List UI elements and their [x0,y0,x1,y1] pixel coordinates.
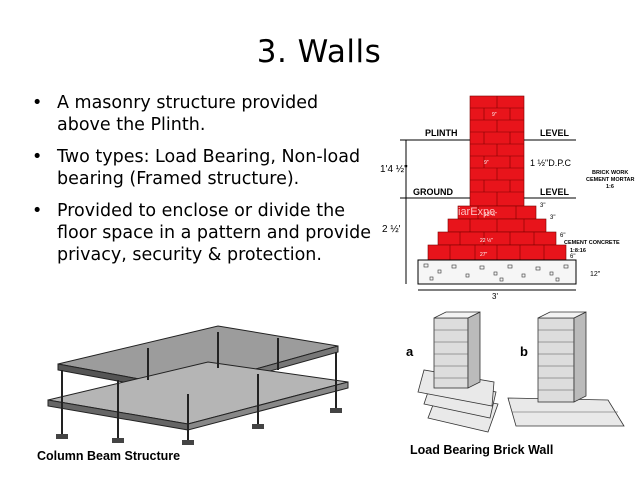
brick-wall-figure: a b [406,311,625,433]
label-dim-12in: 12" [590,271,601,278]
label-plinth: PLINTH [425,128,458,138]
column-beam-caption: Column Beam Structure [37,449,181,463]
slide-title: 3. Walls [256,34,382,70]
frame-columns [61,332,337,444]
bullet-text: Two types: Load Bearing, Non-load bearin… [57,147,361,189]
frame-slabs [47,325,349,431]
brick-pier-b [507,311,625,427]
brick-wall-label-b: b [520,344,528,359]
label-dim-3in-b: 3" [550,215,555,221]
bullet-text: A masonry structure provided above the P… [57,93,319,135]
label-dim-base: 3' [492,292,498,301]
label-brickwork-1: BRICK WORK [592,170,628,176]
brick-pier-a [417,311,499,433]
label-dim-6in-b: 6" [570,254,575,260]
bullet-text: Provided to enclose or divide the floor … [57,201,371,265]
column-beam-figure [47,325,349,445]
brick-hatch [434,329,618,413]
bullet-dot: • [32,147,43,167]
label-level-bottom: LEVEL [540,187,570,197]
label-concrete-2: 1:8:16 [570,248,586,254]
label-brickwork-2: CEMENT MORTAR [586,177,635,183]
brick-wall-caption: Load Bearing Brick Wall [410,443,554,457]
bullet-item: • Two types: Load Bearing, Non-load beari… [32,146,377,190]
bullet-list: • A masonry structure provided above the … [32,92,377,276]
label-dpc: 1 ½"D.P.C [530,158,572,168]
watermark-text: iarExpe [458,206,495,218]
label-concrete-1: CEMENT CONCRETE [564,240,620,246]
label-brickwork-3: 1:6 [606,184,614,190]
bullet-item: • A masonry structure provided above the … [32,92,377,136]
label-dim-w2: 22 ½" [480,237,493,244]
label-dim-3in-a: 3" [540,203,545,209]
label-dim-top: 9" [492,112,497,118]
label-dim-w3: 27" [480,252,488,258]
label-height-lower: 2 ½' [382,224,401,235]
bullet-dot: • [32,201,43,221]
label-dim-6in-a: 6" [560,233,565,239]
frame-footings [56,408,342,445]
wall-section-figure: PLINTH LEVEL GROUND LEVEL 1'4 ½" 2 ½' 1 … [380,95,635,301]
label-height-upper: 1'4 ½" [380,164,408,175]
label-dim-mid: 9" [484,160,489,166]
concrete-aggregate [423,263,569,282]
brick-joints [449,96,545,260]
label-ground: GROUND [413,187,453,197]
bullet-item: • Provided to enclose or divide the floor… [32,200,377,266]
level-lines [400,139,576,291]
bullet-dot: • [32,93,43,113]
label-dim-w1: 13 ½" [484,211,497,218]
label-level-top: LEVEL [540,128,570,138]
brick-wall-label-a: a [406,344,414,359]
